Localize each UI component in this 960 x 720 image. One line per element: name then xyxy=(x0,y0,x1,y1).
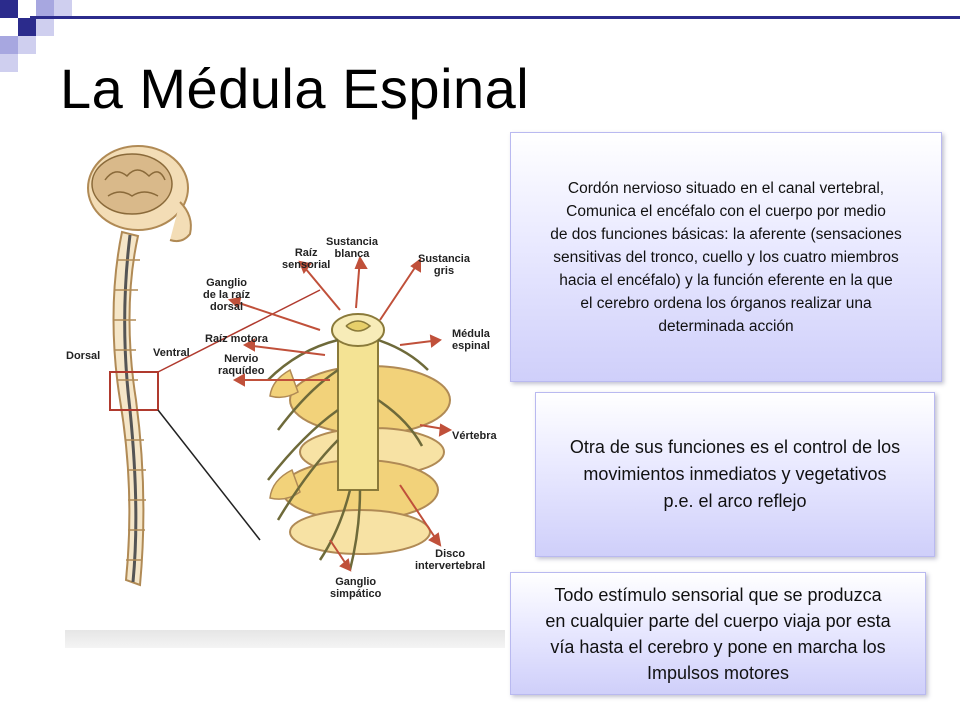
functions-box: Otra de sus funciones es el control de l… xyxy=(535,392,935,557)
label-sustancia-gris: Sustancia gris xyxy=(418,253,470,277)
corner-square-8 xyxy=(0,36,18,54)
corner-square-6 xyxy=(18,18,36,36)
label-ganglio-raiz-dorsal: Ganglio de la raíz dorsal xyxy=(203,277,251,313)
label-raiz-sensorial: Raíz sensorial xyxy=(282,247,331,271)
corner-square-4 xyxy=(54,0,72,18)
title-rule xyxy=(30,16,960,19)
slide-title: La Médula Espinal xyxy=(60,57,530,120)
label-medula-espinal: Médula espinal xyxy=(452,328,490,352)
label-disco-intervertebral: Disco intervertebral xyxy=(415,548,486,572)
spinal-cord-illustration xyxy=(60,140,510,630)
definition-text: Cordón nervioso situado en el canal vert… xyxy=(550,179,902,335)
definition-box: Cordón nervioso situado en el canal vert… xyxy=(510,132,942,382)
figure-base-shadow xyxy=(65,630,505,648)
label-dorsal: Dorsal xyxy=(66,350,101,362)
label-ventral: Ventral xyxy=(153,347,190,359)
corner-square-3 xyxy=(36,0,54,18)
spinal-cord-drawing xyxy=(87,145,453,587)
stimulus-text: Todo estímulo sensorial que se produzca … xyxy=(545,584,891,683)
corner-square-5 xyxy=(0,18,18,36)
label-sustancia-blanca: Sustancia blanca xyxy=(326,236,378,260)
label-ganglio-simpatico: Ganglio simpático xyxy=(330,576,382,600)
label-raiz-motora: Raíz motora xyxy=(205,333,268,345)
functions-text: Otra de sus funciones es el control de l… xyxy=(569,437,901,511)
corner-square-10 xyxy=(0,54,18,72)
label-vertebra: Vértebra xyxy=(452,430,497,442)
corner-square-1 xyxy=(0,0,18,18)
corner-square-2 xyxy=(18,0,36,18)
corner-square-7 xyxy=(36,18,54,36)
corner-square-9 xyxy=(18,36,36,54)
label-nervio-raquideo: Nervio raquídeo xyxy=(218,353,265,377)
stimulus-box: Todo estímulo sensorial que se produzca … xyxy=(510,572,926,695)
